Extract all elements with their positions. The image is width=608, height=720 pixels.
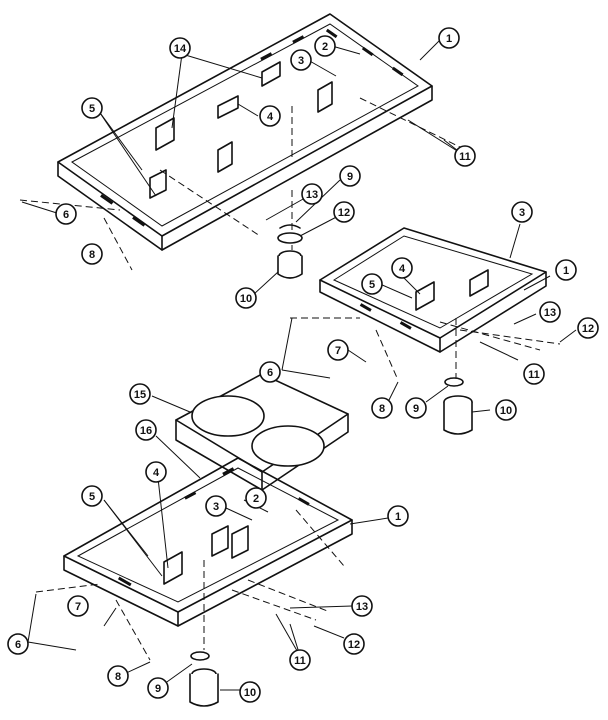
svg-text:1: 1: [446, 33, 452, 45]
svg-text:2: 2: [322, 41, 328, 53]
svg-text:6: 6: [63, 209, 69, 221]
svg-text:12: 12: [338, 207, 350, 219]
svg-text:10: 10: [244, 687, 256, 699]
svg-text:9: 9: [413, 403, 419, 415]
svg-text:1: 1: [395, 511, 401, 523]
svg-text:7: 7: [75, 601, 81, 613]
svg-text:6: 6: [15, 639, 21, 651]
svg-text:6: 6: [267, 367, 273, 379]
callout-bottom-2: 2: [245, 487, 267, 509]
callout-top-1: 1: [438, 27, 460, 49]
svg-text:14: 14: [174, 43, 187, 55]
svg-text:11: 11: [294, 655, 306, 667]
svg-text:12: 12: [348, 639, 360, 651]
callout-top-9: 9: [339, 165, 361, 187]
svg-text:11: 11: [528, 369, 540, 381]
svg-text:4: 4: [399, 263, 406, 275]
svg-text:13: 13: [544, 307, 556, 319]
callout-bottom-8: 8: [107, 665, 129, 687]
svg-text:4: 4: [153, 467, 160, 479]
callout-top-5: 5: [81, 97, 103, 119]
svg-text:10: 10: [240, 293, 252, 305]
svg-text:8: 8: [115, 671, 121, 683]
callout-bottom-6: 6: [7, 633, 29, 655]
svg-text:9: 9: [347, 171, 353, 183]
callout-bottom-7: 7: [67, 595, 89, 617]
svg-text:8: 8: [379, 403, 385, 415]
svg-text:9: 9: [155, 683, 161, 695]
svg-text:11: 11: [459, 151, 471, 163]
callout-top-12: 12: [333, 201, 355, 223]
callout-bottom-16: 16: [135, 419, 157, 441]
callout-top-4: 4: [259, 105, 281, 127]
bottom-leaders: [27, 395, 389, 691]
callout-bottom-4: 4: [145, 461, 167, 483]
svg-text:12: 12: [582, 323, 594, 335]
svg-text:16: 16: [140, 425, 152, 437]
callout-middle-4: 4: [391, 257, 413, 279]
callout-top-8: 8: [81, 243, 103, 265]
callout-middle-1: 1: [555, 259, 577, 281]
bottom-burner-cover-plate: [175, 373, 349, 491]
svg-text:4: 4: [267, 111, 274, 123]
callout-middle-11: 11: [523, 363, 545, 385]
top-burner-jar: [277, 224, 303, 279]
callout-bottom-10: 10: [239, 681, 261, 703]
callout-bottom-9: 9: [147, 677, 169, 699]
svg-text:10: 10: [500, 405, 512, 417]
callout-middle-3: 3: [511, 201, 533, 223]
callout-top-14: 14: [169, 37, 191, 59]
callout-middle-6: 6: [259, 361, 281, 383]
middle-burner-jar: [443, 377, 473, 435]
callout-middle-10: 10: [495, 399, 517, 421]
svg-text:1: 1: [563, 265, 569, 277]
top-leaders: [21, 39, 463, 295]
middle-leaders: [281, 223, 577, 413]
callout-top-6: 6: [55, 203, 77, 225]
svg-text:5: 5: [89, 103, 95, 115]
svg-text:15: 15: [134, 389, 146, 401]
svg-text:13: 13: [356, 601, 368, 613]
callout-bottom-15: 15: [129, 383, 151, 405]
callout-middle-13: 13: [539, 301, 561, 323]
svg-text:3: 3: [519, 207, 525, 219]
svg-text:3: 3: [213, 501, 219, 513]
callout-middle-9: 9: [405, 397, 427, 419]
svg-text:3: 3: [298, 55, 304, 67]
callout-top-2: 2: [314, 35, 336, 57]
bottom-burner-jar: [189, 651, 219, 707]
callout-bottom-1: 1: [387, 505, 409, 527]
callout-bottom-13: 13: [351, 595, 373, 617]
middle-cooktop-frame: [290, 227, 561, 381]
callout-top-11: 11: [454, 145, 476, 167]
callout-top-10: 10: [235, 287, 257, 309]
bottom-cooktop-frame: [35, 457, 353, 661]
svg-text:8: 8: [89, 249, 95, 261]
callout-top-3: 3: [290, 49, 312, 71]
callout-bottom-11: 11: [289, 649, 311, 671]
callout-middle-7: 7: [327, 339, 349, 361]
svg-text:13: 13: [306, 189, 318, 201]
svg-text:7: 7: [335, 345, 341, 357]
svg-text:2: 2: [253, 493, 259, 505]
svg-text:5: 5: [369, 279, 375, 291]
callout-middle-12: 12: [577, 317, 599, 339]
callout-bottom-12: 12: [343, 633, 365, 655]
callout-middle-5: 5: [361, 273, 383, 295]
callout-middle-8: 8: [371, 397, 393, 419]
callout-bottom-3: 3: [205, 495, 227, 517]
callout-bottom-5: 5: [81, 485, 103, 507]
svg-text:5: 5: [89, 491, 95, 503]
callout-top-13: 13: [301, 183, 323, 205]
top-cooktop-frame: [19, 13, 463, 271]
